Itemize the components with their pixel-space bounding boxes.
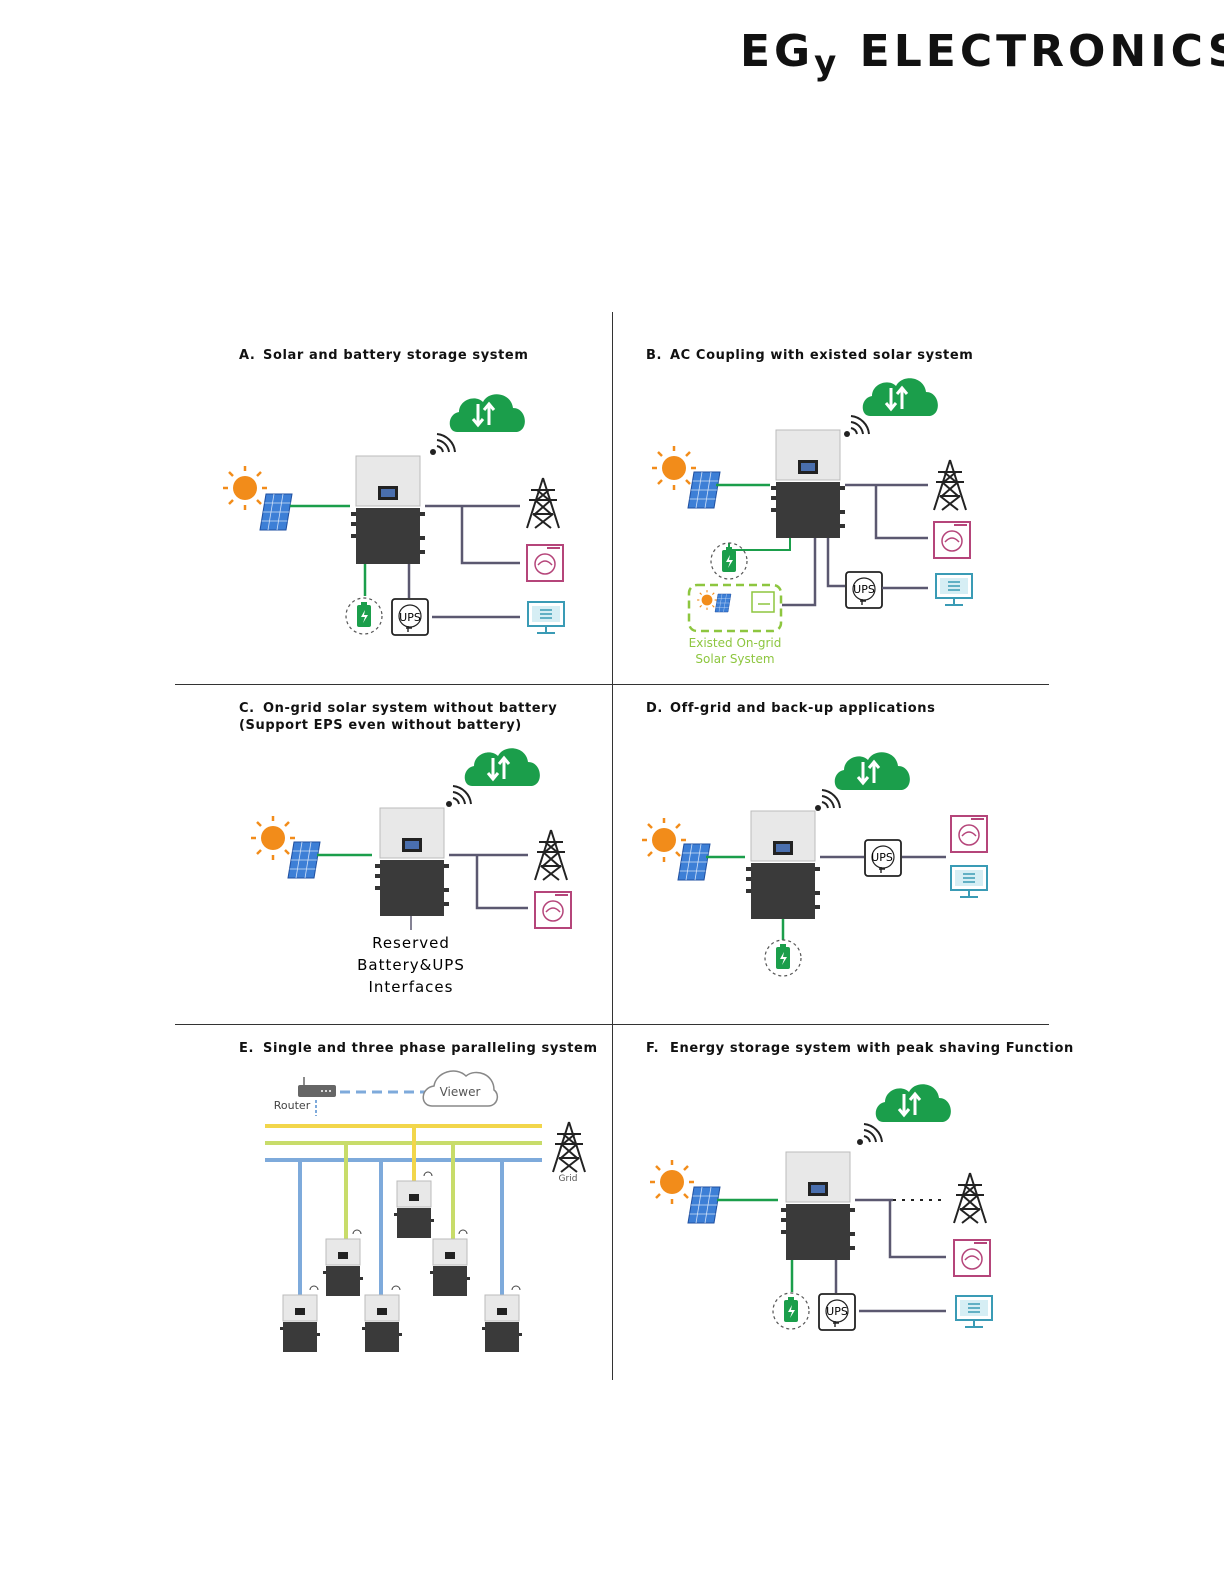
meter-icon <box>526 544 564 582</box>
cloud-icon <box>874 1082 953 1124</box>
panel-e-title: E.Single and three phase paralleling sys… <box>239 1041 598 1056</box>
ups-label: UPS <box>826 1305 848 1318</box>
ups-label: UPS <box>853 583 875 596</box>
panel-b-diagram: UPS Existed On-grid Solar System <box>650 376 973 666</box>
meter-icon <box>534 891 572 929</box>
vertical-divider <box>612 312 613 1380</box>
cloud-icon <box>833 750 912 792</box>
panel-b-title: B.AC Coupling with existed solar system <box>646 348 974 363</box>
battery-icon <box>710 542 748 580</box>
battery-icon <box>772 1292 810 1330</box>
monitor-icon <box>950 865 988 898</box>
solar-panel-icon <box>677 843 711 881</box>
grid-pylon-icon <box>552 1121 586 1173</box>
viewer-cloud-icon <box>422 1070 499 1107</box>
ups-label: UPS <box>871 851 893 864</box>
meter-icon <box>953 1239 991 1277</box>
grid-pylon-icon <box>534 829 568 881</box>
solar-panel-icon <box>259 493 293 531</box>
existed-label-line1: Existed On-grid <box>689 636 782 650</box>
reserved-label-line1: Reserved <box>372 934 450 952</box>
horizontal-divider-1 <box>175 684 1049 685</box>
inverter-icon <box>481 1294 523 1353</box>
panel-e-diagram: Router Viewer Grid <box>265 1070 586 1353</box>
inverter-icon <box>279 1294 321 1353</box>
solar-panel-icon <box>687 471 721 509</box>
wifi-icon <box>843 415 870 438</box>
inverter-icon <box>361 1294 403 1353</box>
sun-icon <box>640 816 688 864</box>
solar-panel-icon <box>687 1186 721 1224</box>
panel-a-title: A.Solar and battery storage system <box>239 348 529 363</box>
logo-text-main: EG <box>740 26 815 77</box>
grid-pylon-icon <box>526 477 560 529</box>
reserved-label-line2: Battery&UPS <box>357 956 465 974</box>
existed-label-line2: Solar System <box>695 652 774 666</box>
monitor-icon <box>527 601 565 634</box>
panel-f-title: F.Energy storage system with peak shavin… <box>646 1041 1074 1056</box>
panel-f-diagram: UPS <box>648 1082 993 1331</box>
inverter-icon <box>322 1238 364 1297</box>
router-label: Router <box>274 1099 311 1112</box>
inverter-icon <box>745 810 821 920</box>
meter-icon <box>933 521 971 559</box>
reserved-label-line3: Interfaces <box>369 978 454 996</box>
inverter-icon <box>350 455 426 565</box>
battery-icon <box>345 597 383 635</box>
grid-pylon-icon <box>933 459 967 511</box>
monitor-icon <box>935 573 973 606</box>
panel-a-diagram: UPS <box>221 392 565 636</box>
grid-label: Grid <box>559 1174 578 1184</box>
panel-c-title: C.On-grid solar system without battery <box>239 701 558 716</box>
wifi-icon <box>445 785 472 808</box>
grid-pylon-icon <box>953 1172 987 1224</box>
inverter-icon <box>374 807 450 917</box>
cloud-icon <box>448 392 527 434</box>
monitor-icon <box>955 1295 993 1328</box>
battery-icon <box>764 939 802 977</box>
wifi-icon <box>856 1123 883 1146</box>
sun-icon <box>648 1158 696 1206</box>
panel-d-diagram: UPS <box>640 750 988 977</box>
panel-c-diagram: Reserved Battery&UPS Interfaces <box>249 746 572 996</box>
logo-text-electronics: ELECTRONICS <box>840 26 1224 77</box>
brand-logo: EGy ELECTRONICS <box>740 24 1224 83</box>
inverter-icon <box>393 1180 435 1239</box>
sun-icon <box>249 814 297 862</box>
cloud-icon <box>861 376 940 418</box>
cloud-icon <box>463 746 542 788</box>
viewer-label: Viewer <box>440 1085 481 1099</box>
existed-system-box <box>687 583 783 633</box>
inverter-icon <box>780 1151 856 1261</box>
sun-icon <box>221 464 269 512</box>
meter-icon <box>950 815 988 853</box>
panel-c-subtitle: (Support EPS even without battery) <box>239 718 522 733</box>
wifi-icon <box>814 789 841 812</box>
wifi-icon <box>429 433 456 456</box>
logo-text-y: y <box>814 43 841 83</box>
horizontal-divider-2 <box>175 1024 1049 1025</box>
inverter-icon <box>770 429 846 539</box>
ups-label: UPS <box>399 611 421 624</box>
solar-panel-icon <box>287 841 321 879</box>
router-icon <box>298 1085 336 1097</box>
sun-icon <box>650 444 698 492</box>
inverter-icon <box>429 1238 471 1297</box>
panel-d-title: D.Off-grid and back-up applications <box>646 701 936 716</box>
